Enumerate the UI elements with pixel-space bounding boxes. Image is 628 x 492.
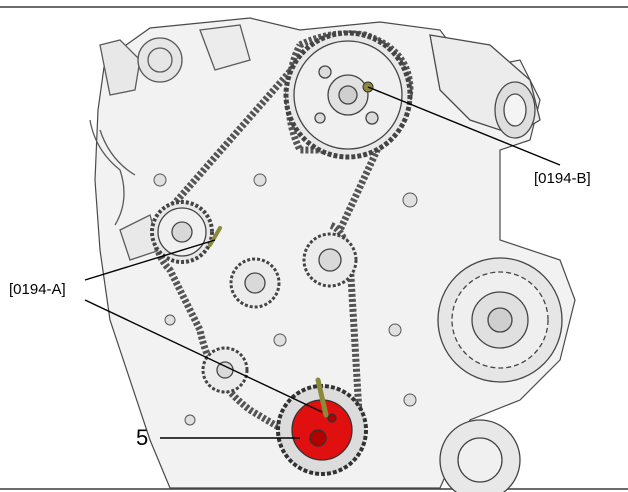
callout-label-item-5: 5 — [136, 425, 149, 450]
callout-label-0194-b: [0194-B] — [534, 170, 591, 187]
upper-left-components — [89, 24, 251, 261]
turbo-housing — [429, 34, 541, 139]
crankshaft-locking-pin-icon — [315, 377, 329, 418]
bolts — [153, 173, 418, 426]
crankshaft-pulley — [276, 384, 368, 476]
tensioner-pulley — [150, 200, 214, 264]
callout-label-0194-a: [0194-A] — [9, 281, 66, 298]
lower-right-pulley — [439, 419, 521, 492]
leader-lines — [84, 86, 561, 439]
idler-pulleys — [201, 232, 358, 394]
tensioner-locking-pin-icon — [208, 226, 222, 247]
camshaft-sprocket — [283, 30, 413, 160]
alternator — [437, 257, 563, 383]
